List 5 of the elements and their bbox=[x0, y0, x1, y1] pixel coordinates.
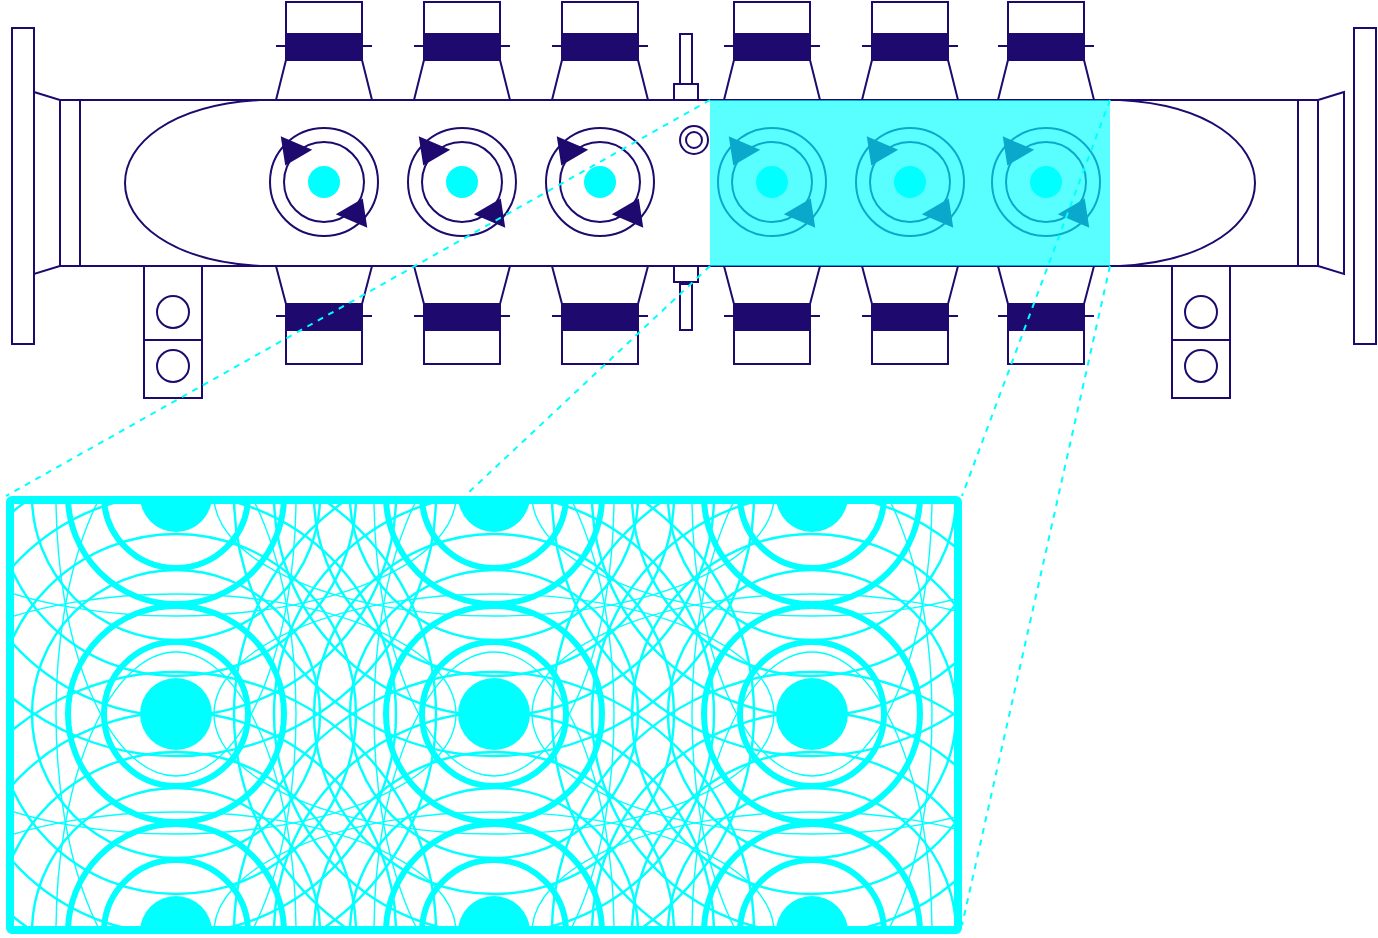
highlighted-section bbox=[710, 100, 1110, 266]
projection-line bbox=[5, 99, 711, 497]
projection-line bbox=[961, 265, 1111, 927]
projection-line bbox=[463, 265, 711, 497]
projection-line bbox=[961, 99, 1111, 497]
